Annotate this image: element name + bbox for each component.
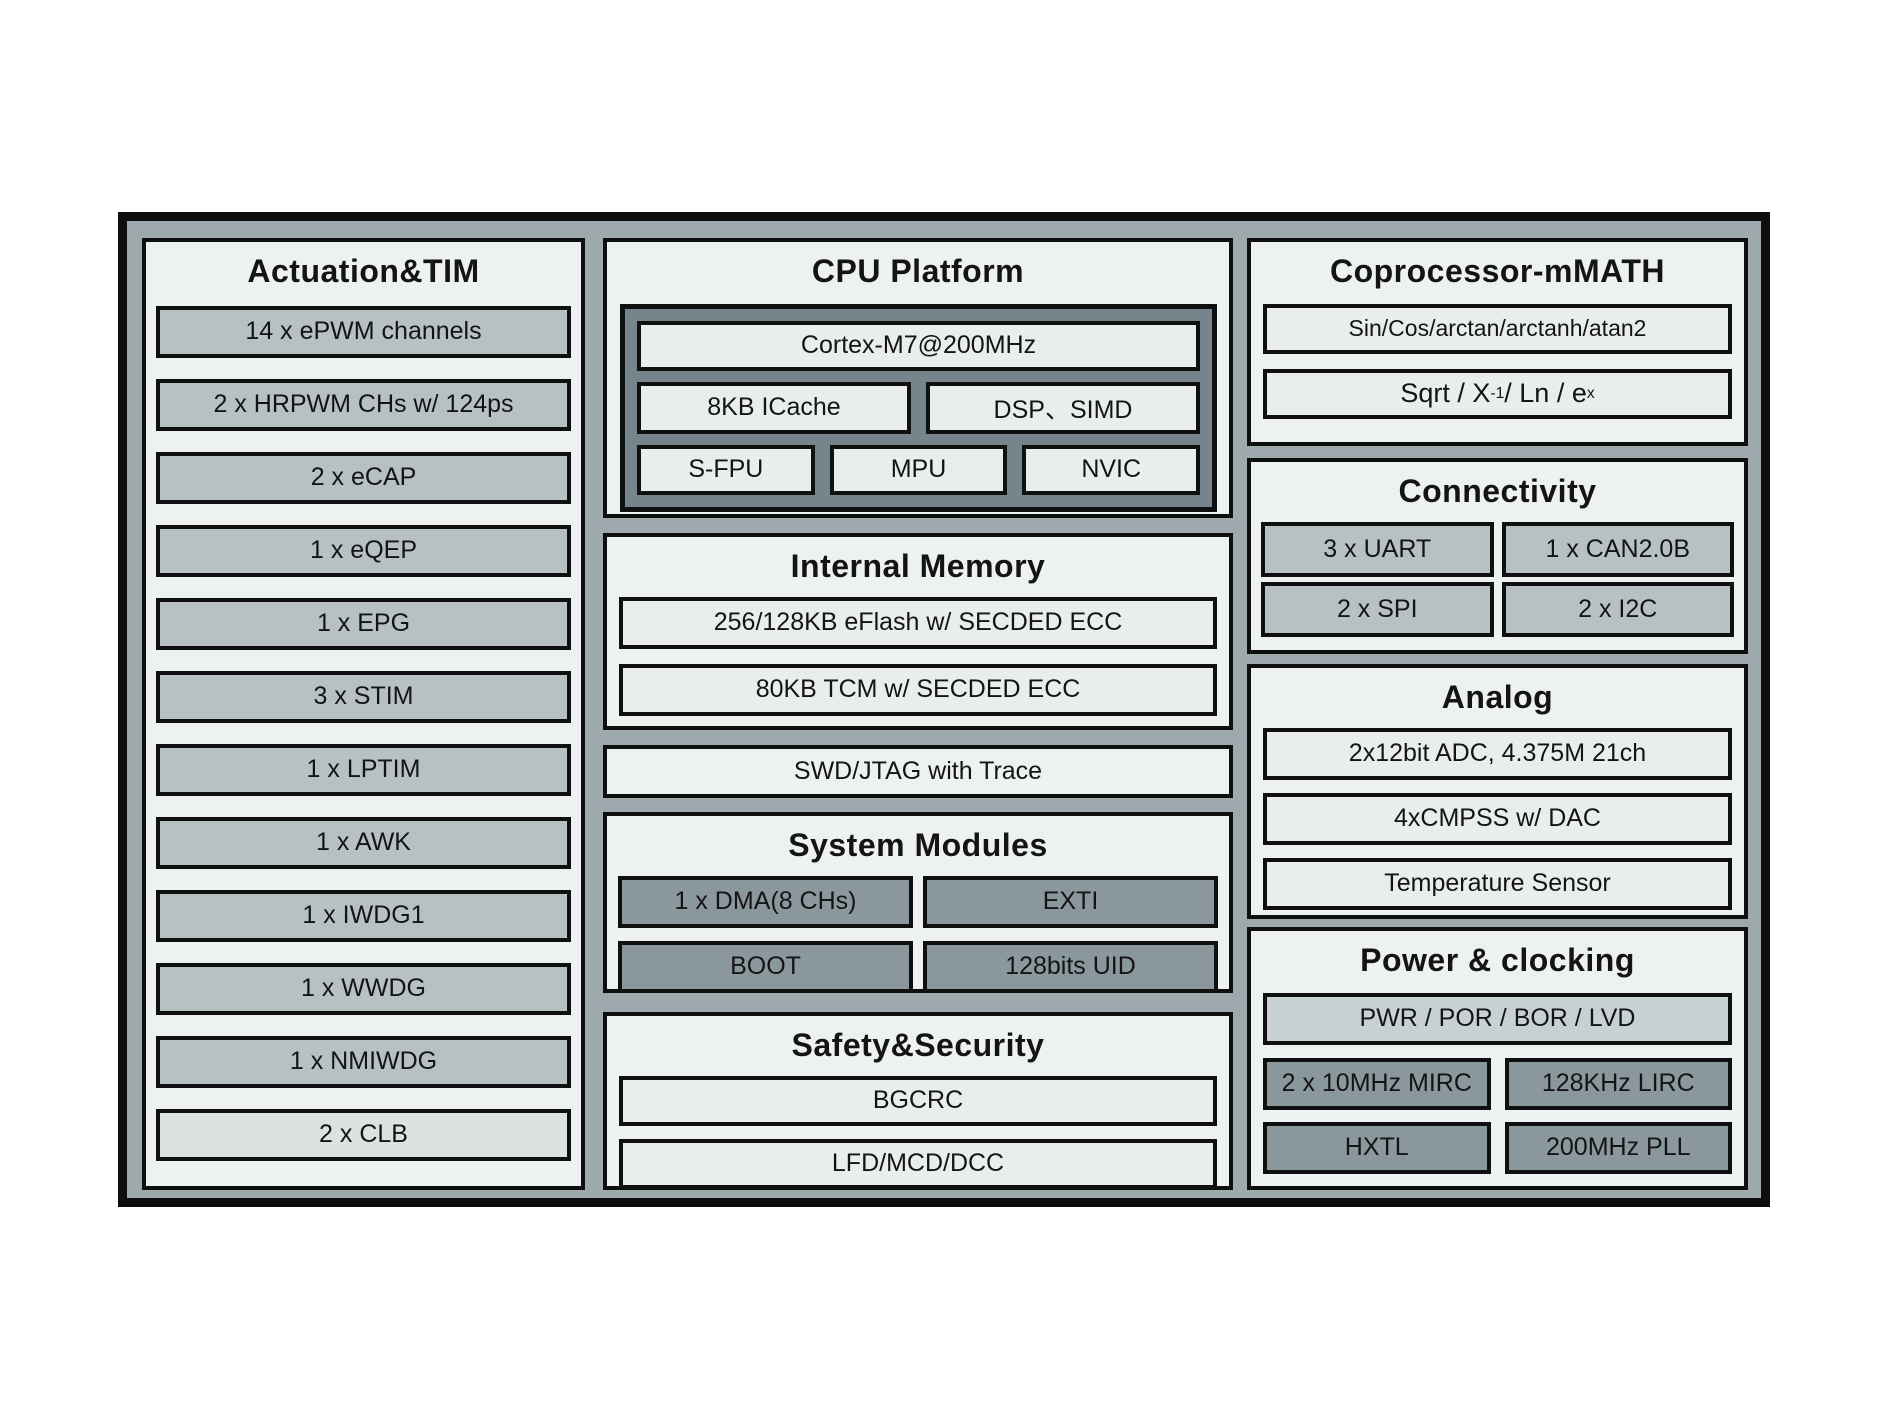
block-bgcrc: BGCRC <box>619 1075 1217 1126</box>
block-clb: 2 x CLB <box>156 1108 571 1161</box>
power-clock-grid: 2 x 10MHz MIRC 128KHz LIRC HXTL 200MHz P… <box>1251 1057 1744 1174</box>
coprocessor-item-stack: Sin/Cos/arctan/arctanh/atan2 Sqrt / X-1 … <box>1251 303 1744 434</box>
panel-title-actuation-tim: Actuation&TIM <box>247 253 480 289</box>
block-nmiwdg: 1 x NMIWDG <box>156 1035 571 1088</box>
block-iwdg1: 1 x IWDG1 <box>156 889 571 942</box>
block-spi: 2 x SPI <box>1261 581 1494 637</box>
block-epg: 1 x EPG <box>156 597 571 650</box>
block-pwr-por-bor-lvd: PWR / POR / BOR / LVD <box>1263 992 1732 1045</box>
panel-analog: Analog 2x12bit ADC, 4.375M 21ch 4xCMPSS … <box>1247 664 1748 919</box>
block-stim: 3 x STIM <box>156 670 571 723</box>
block-mpu: MPU <box>829 444 1008 495</box>
block-exti: EXTI <box>923 875 1218 928</box>
panel-power-clocking: Power & clocking PWR / POR / BOR / LVD 2… <box>1247 927 1748 1190</box>
block-boot: BOOT <box>618 940 913 993</box>
panel-internal-memory: Internal Memory 256/128KB eFlash w/ SECD… <box>603 533 1233 730</box>
block-adc: 2x12bit ADC, 4.375M 21ch <box>1263 727 1732 780</box>
block-lirc: 128KHz LIRC <box>1504 1057 1732 1110</box>
memory-item-stack: 256/128KB eFlash w/ SECDED ECC 80KB TCM … <box>607 596 1229 731</box>
block-trig-functions: Sin/Cos/arctan/arctanh/atan2 <box>1263 303 1732 354</box>
block-cmpss: 4xCMPSS w/ DAC <box>1263 792 1732 845</box>
block-nvic: NVIC <box>1022 444 1201 495</box>
block-cortex-m7-core: Cortex-M7@200MHz <box>637 320 1200 371</box>
block-epwm-channels: 14 x ePWM channels <box>156 305 571 358</box>
column-left: Actuation&TIM 14 x ePWM channels 2 x HRP… <box>142 238 585 1190</box>
block-uart: 3 x UART <box>1261 521 1494 577</box>
block-hrpwm: 2 x HRPWM CHs w/ 124ps <box>156 378 571 431</box>
panel-title-power-clocking: Power & clocking <box>1360 942 1635 978</box>
block-ecap: 2 x eCAP <box>156 451 571 504</box>
actuation-item-stack: 14 x ePWM channels 2 x HRPWM CHs w/ 124p… <box>146 302 581 1182</box>
cpu-core-container: Cortex-M7@200MHz 8KB ICache DSP、SIMD S-F… <box>620 303 1217 512</box>
block-icache: 8KB ICache <box>637 381 911 434</box>
block-wwdg: 1 x WWDG <box>156 962 571 1015</box>
block-eflash: 256/128KB eFlash w/ SECDED ECC <box>619 596 1217 649</box>
connectivity-grid: 3 x UART 1 x CAN2.0B 2 x SPI 2 x I2C <box>1251 521 1744 637</box>
panel-title-analog: Analog <box>1441 679 1554 715</box>
block-tcm: 80KB TCM w/ SECDED ECC <box>619 663 1217 716</box>
block-uid: 128bits UID <box>923 940 1218 993</box>
panel-title-cpu-platform: CPU Platform <box>811 253 1025 289</box>
block-pll: 200MHz PLL <box>1504 1121 1732 1174</box>
column-right: Coprocessor-mMATH Sin/Cos/arctan/arctanh… <box>1247 238 1748 1190</box>
panel-title-system-modules: System Modules <box>788 827 1048 863</box>
analog-item-stack: 2x12bit ADC, 4.375M 21ch 4xCMPSS w/ DAC … <box>1251 727 1744 923</box>
block-lfd-mcd-dcc: LFD/MCD/DCC <box>619 1138 1217 1189</box>
panel-title-connectivity: Connectivity <box>1398 473 1597 509</box>
panel-actuation-tim: Actuation&TIM 14 x ePWM channels 2 x HRP… <box>142 238 585 1190</box>
panel-system-modules: System Modules 1 x DMA(8 CHs) EXTI BOOT … <box>603 812 1233 993</box>
block-dma: 1 x DMA(8 CHs) <box>618 875 913 928</box>
block-awk: 1 x AWK <box>156 816 571 869</box>
chip-frame: Actuation&TIM 14 x ePWM channels 2 x HRP… <box>118 212 1770 1207</box>
panel-title-coprocessor-mmath: Coprocessor-mMATH <box>1329 253 1666 289</box>
block-i2c: 2 x I2C <box>1501 581 1734 637</box>
panel-connectivity: Connectivity 3 x UART 1 x CAN2.0B 2 x SP… <box>1247 458 1748 654</box>
panel-title-internal-memory: Internal Memory <box>790 548 1046 584</box>
block-swd-jtag-trace: SWD/JTAG with Trace <box>603 745 1233 798</box>
cpu-row-fpu-mpu-nvic: S-FPU MPU NVIC <box>637 444 1201 495</box>
safety-item-stack: BGCRC LFD/MCD/DCC <box>607 1075 1229 1202</box>
block-mirc: 2 x 10MHz MIRC <box>1263 1057 1491 1110</box>
sqrt-text-part2: / Ln / e <box>1504 378 1587 409</box>
block-can: 1 x CAN2.0B <box>1501 521 1734 577</box>
sqrt-text-part1: Sqrt / X <box>1400 378 1491 409</box>
block-dsp-simd: DSP、SIMD <box>926 381 1200 434</box>
panel-safety-security: Safety&Security BGCRC LFD/MCD/DCC <box>603 1012 1233 1190</box>
panel-coprocessor-mmath: Coprocessor-mMATH Sin/Cos/arctan/arctanh… <box>1247 238 1748 446</box>
block-lptim: 1 x LPTIM <box>156 743 571 796</box>
block-eqep: 1 x eQEP <box>156 524 571 577</box>
block-hxtl: HXTL <box>1263 1121 1491 1174</box>
column-middle: CPU Platform Cortex-M7@200MHz 8KB ICache… <box>603 238 1233 1190</box>
block-temperature-sensor: Temperature Sensor <box>1263 857 1732 910</box>
cpu-row-cache-dsp: 8KB ICache DSP、SIMD <box>637 381 1200 434</box>
panel-cpu-platform: CPU Platform Cortex-M7@200MHz 8KB ICache… <box>603 238 1233 518</box>
block-sfpu: S-FPU <box>637 444 815 495</box>
system-modules-grid: 1 x DMA(8 CHs) EXTI BOOT 128bits UID <box>607 875 1229 993</box>
panel-title-safety-security: Safety&Security <box>791 1027 1045 1063</box>
